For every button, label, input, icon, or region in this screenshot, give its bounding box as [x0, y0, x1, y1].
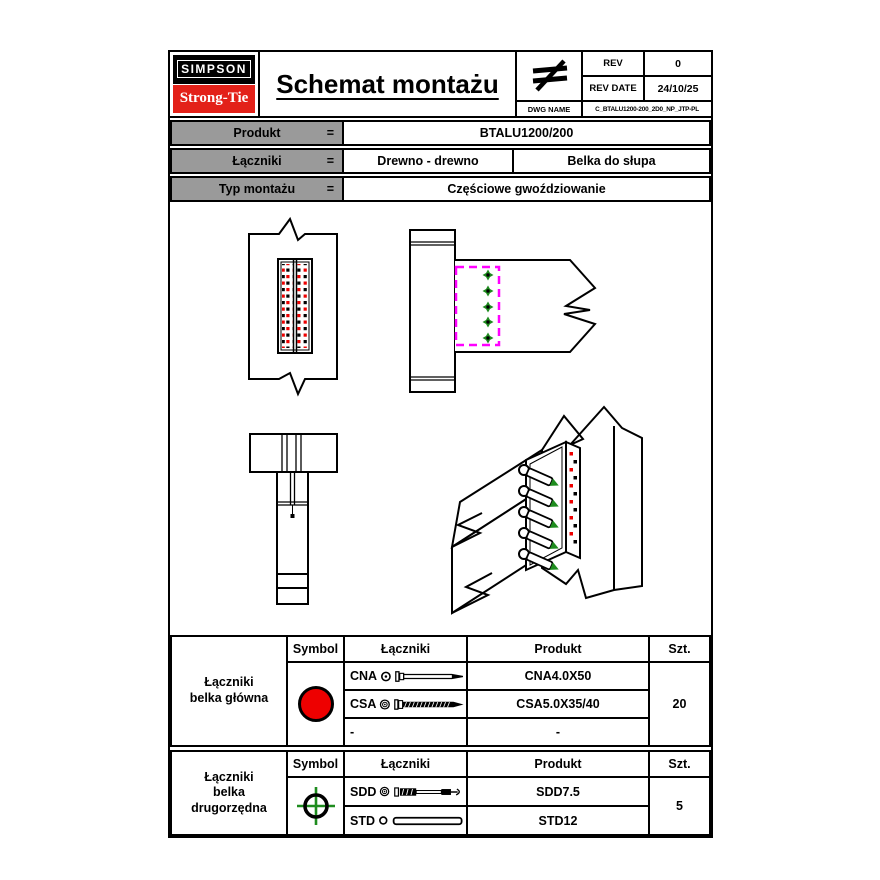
- front-view-drawing: [248, 216, 338, 397]
- std-head-icon: [379, 816, 388, 825]
- sdd-dowel-screw-icon: [393, 786, 460, 797]
- main-beam-fasteners-label: Łączniki belka główna: [172, 637, 286, 745]
- csa-screw-icon: [394, 698, 464, 710]
- secondary-beam-fasteners-table: Łączniki belka drugorzędna Symbol Łączni…: [170, 750, 711, 836]
- fasteners-row: Łączniki = Drewno - drewno Belka do słupa: [170, 148, 711, 174]
- col-header-product: Produkt: [468, 637, 648, 661]
- equals-sign: =: [326, 182, 334, 196]
- equals-sign: =: [326, 126, 334, 140]
- main-beam-fasteners-table: Łączniki belka główna Symbol Łączniki Pr…: [170, 635, 711, 747]
- top-view-drawing: [249, 433, 338, 605]
- col-header-qty: Szt.: [650, 752, 709, 776]
- logo-strongtie-block: Strong-Tie: [173, 84, 255, 113]
- csa-product: CSA5.0X35/40: [468, 691, 648, 717]
- rev-value: 0: [645, 52, 711, 75]
- product-row: Produkt = BTALU1200/200: [170, 120, 711, 146]
- col-header-symbol: Symbol: [288, 752, 343, 776]
- cna-nail-icon: [395, 670, 463, 682]
- rev-date-label: REV DATE: [583, 77, 643, 100]
- std-product: STD12: [468, 807, 648, 834]
- sdd-product: SDD7.5: [468, 778, 648, 805]
- rev-label: REV: [583, 52, 643, 75]
- cna-code: CNA: [350, 669, 378, 683]
- cna-product: CNA4.0X50: [468, 663, 648, 689]
- green-crosshair-symbol: [288, 778, 343, 834]
- simpson-strongtie-logo: SIMPSON Strong-Tie: [170, 52, 260, 116]
- dwg-name-label: DWG NAME: [517, 102, 581, 116]
- logo-simpson-block: SIMPSON: [173, 55, 255, 84]
- page-title: Schemat montażu: [276, 68, 499, 99]
- main-qty-value: 20: [650, 663, 709, 745]
- not-equal-projection-icon: [517, 52, 581, 100]
- sdd-code: SDD: [350, 784, 377, 799]
- fastener-row-csa: CSA: [345, 691, 466, 717]
- std-code: STD: [350, 813, 375, 828]
- std-dowel-icon: [392, 816, 463, 825]
- product-value: BTALU1200/200: [344, 122, 709, 144]
- col-header-qty: Szt.: [650, 637, 709, 661]
- fasteners-value-right: Belka do słupa: [514, 150, 709, 172]
- product-info-table: Produkt = BTALU1200/200 Łączniki = Drewno …: [170, 120, 711, 202]
- fastener-row-std: STD: [345, 807, 466, 834]
- plate-nail-dots: [569, 452, 577, 544]
- col-header-product: Produkt: [468, 752, 648, 776]
- empty-code: -: [350, 725, 355, 739]
- logo-simpson-text: SIMPSON: [177, 60, 251, 79]
- fasteners-label: Łączniki: [232, 154, 282, 168]
- mount-type-label: Typ montażu: [218, 182, 296, 196]
- sdd-head-icon: [380, 786, 390, 797]
- mount-type-row: Typ montażu = Częściowe gwoździowanie: [170, 176, 711, 202]
- green-dowel-symbols: [482, 269, 494, 344]
- sheet-header: SIMPSON Strong-Tie Schemat montażu REV 0…: [170, 52, 711, 118]
- red-circle-symbol: [288, 663, 343, 745]
- csa-head-icon: [380, 698, 391, 710]
- col-header-fasteners: Łączniki: [345, 637, 466, 661]
- col-header-symbol: Symbol: [288, 637, 343, 661]
- assembly-drawing: [170, 202, 711, 633]
- cna-head-icon: [381, 671, 391, 681]
- revision-table: REV 0 REV DATE 24/10/25 DWG NAME C_BTALU…: [515, 52, 711, 116]
- fastener-row-cna: CNA: [345, 663, 466, 689]
- col-header-fasteners: Łączniki: [345, 752, 466, 776]
- fastener-row-sdd: SDD: [345, 778, 466, 805]
- dowel-pins: [518, 464, 559, 571]
- dwg-name-value: C_BTALU1200-200_2D0_NP_JTP-PL: [583, 102, 711, 116]
- csa-code: CSA: [350, 697, 377, 711]
- fastener-row-empty: -: [345, 719, 466, 745]
- isometric-view-drawing: [450, 405, 643, 615]
- equals-sign: =: [326, 154, 334, 168]
- side-view-drawing: [409, 229, 597, 393]
- secondary-beam-fasteners-label: Łączniki belka drugorzędna: [172, 752, 286, 834]
- fasteners-value-left: Drewno - drewno: [344, 150, 514, 172]
- empty-product: -: [468, 719, 648, 745]
- product-label: Produkt: [233, 126, 281, 140]
- secondary-qty-value: 5: [650, 778, 709, 834]
- rev-date-value: 24/10/25: [645, 77, 711, 100]
- mount-type-value: Częściowe gwoździowanie: [344, 178, 709, 200]
- drawing-sheet: SIMPSON Strong-Tie Schemat montażu REV 0…: [168, 50, 713, 838]
